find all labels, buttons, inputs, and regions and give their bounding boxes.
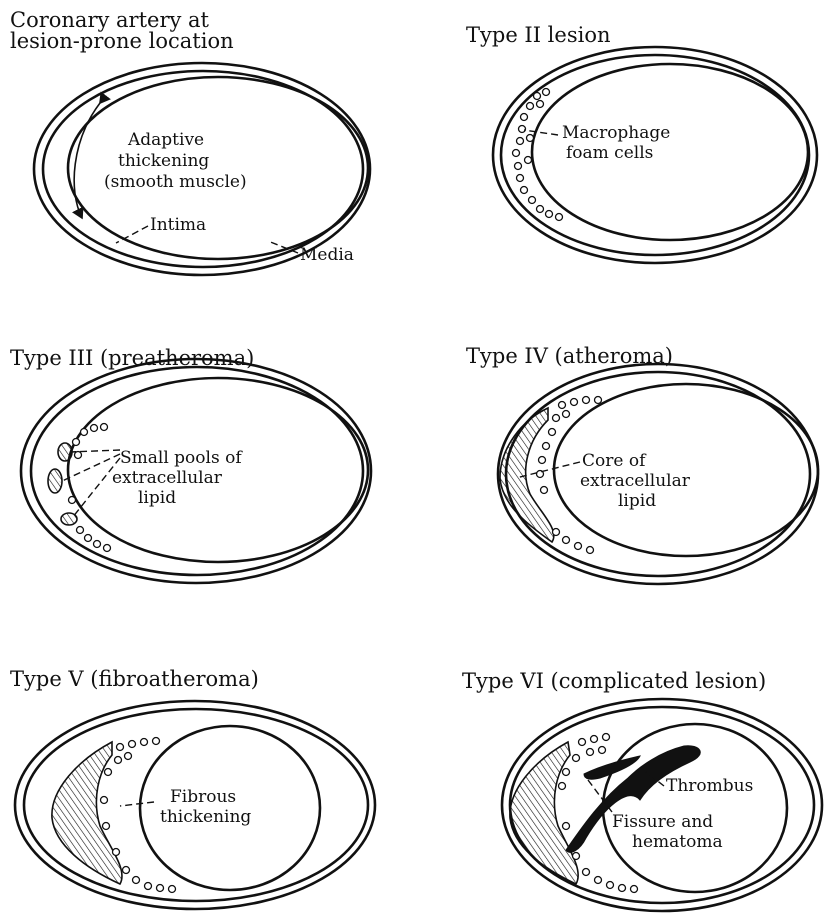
- media-leader: [267, 240, 299, 254]
- intima-leader: [115, 225, 149, 244]
- fissure-leader: [587, 779, 613, 813]
- pools-label-line1: Small pools of: [120, 448, 243, 468]
- intima-label: Intima: [150, 215, 206, 235]
- panel-type-vi-title: Type VI (complicated lesion): [462, 669, 766, 693]
- panel-type-ii-title: Type II lesion: [466, 23, 611, 47]
- type-v-foam-cells: [99, 736, 177, 894]
- pools-label-line2: extracellular: [112, 468, 223, 488]
- panel-type-v: Type V (fibroatheroma) Fibrous thickenin…: [10, 667, 377, 911]
- panel-normal-title-line2: lesion-prone location: [10, 29, 234, 53]
- type-v-lipid-core: [51, 740, 123, 886]
- pools-label-line3: lipid: [138, 488, 176, 508]
- type-vi-foam-cells: [557, 732, 639, 894]
- type-iii-inner-wall: [29, 365, 365, 577]
- type-iv-lipid-core: [499, 406, 555, 544]
- type-vi-lipid-core: [509, 740, 579, 886]
- foam-label-line2: foam cells: [566, 143, 653, 163]
- type-ii-foam-cells: [511, 87, 564, 222]
- thrombus-leader: [645, 771, 665, 787]
- media-inner-wall: [41, 69, 365, 269]
- panel-normal-artery: Coronary artery at lesion-prone location…: [10, 8, 372, 277]
- thickening-arrow: [71, 91, 111, 220]
- type-vi-inner-wall: [508, 705, 816, 905]
- panel-type-v-title: Type V (fibroatheroma): [10, 667, 259, 691]
- thrombus-label: Thrombus: [666, 776, 753, 796]
- type-iii-lipid-pools: [47, 442, 78, 526]
- thickening-label-line1: Adaptive: [127, 130, 204, 150]
- fibrous-label-line1: Fibrous: [170, 787, 236, 807]
- type-iv-foam-cells: [535, 395, 603, 555]
- media-outer-wall: [32, 61, 372, 277]
- lumen-border: [66, 75, 370, 261]
- type-ii-lumen: [530, 62, 810, 242]
- type-vi-thrombus: [565, 745, 701, 853]
- core-label-line3: lipid: [618, 491, 656, 511]
- fibrous-leader: [119, 801, 155, 807]
- type-iii-foam-cells: [67, 422, 112, 553]
- type-ii-inner-wall: [499, 53, 811, 257]
- type-ii-outer-wall: [491, 45, 819, 265]
- type-v-outer-wall: [13, 699, 377, 911]
- panel-normal-title-line1: Coronary artery at: [10, 8, 210, 32]
- pools-leader-1: [69, 449, 121, 453]
- pools-leader-2: [59, 453, 121, 483]
- type-v-inner-wall: [22, 707, 370, 903]
- core-label-line1: Core of: [582, 451, 647, 471]
- type-v-lumen: [138, 724, 322, 892]
- panel-type-ii: Type II lesion Macrophage foam cells: [466, 23, 819, 265]
- foam-leader: [523, 129, 559, 136]
- fissure-label-line1: Fissure and: [612, 812, 713, 832]
- thickening-label-line2: thickening: [118, 151, 209, 171]
- fissure-label-line2: hematoma: [632, 832, 723, 852]
- type-vi-hematoma: [583, 755, 641, 780]
- thickening-label-line3: (smooth muscle): [104, 172, 247, 192]
- core-label-line2: extracellular: [580, 471, 691, 491]
- panel-type-iii: Type III (preatheroma) Small pools of ex…: [10, 346, 373, 585]
- foam-label-line1: Macrophage: [562, 123, 670, 143]
- panel-type-vi: Type VI (complicated lesion) Thrombus Fi…: [462, 669, 824, 913]
- media-label: Media: [300, 245, 354, 265]
- panel-type-iv: Type IV (atheroma) Core of extracellular…: [466, 344, 820, 586]
- type-vi-outer-wall: [500, 697, 824, 913]
- fibrous-label-line2: thickening: [160, 807, 251, 827]
- type-iii-lumen: [66, 376, 370, 564]
- type-iv-lumen: [552, 382, 820, 558]
- type-iii-outer-wall: [19, 357, 373, 585]
- pools-leader-3: [71, 457, 121, 519]
